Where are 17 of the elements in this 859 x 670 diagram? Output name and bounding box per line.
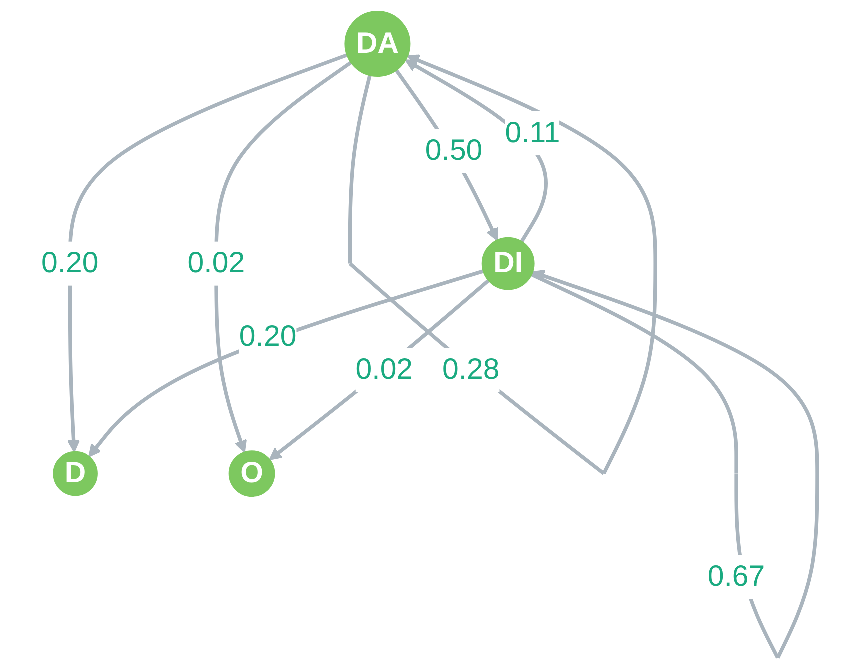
edge-label: 0.20 <box>42 248 99 280</box>
edge-label: 0.67 <box>708 560 766 594</box>
edge-label: 0.02 <box>188 248 246 280</box>
arrow <box>67 53 348 453</box>
node-circle: O <box>228 450 276 497</box>
node-circle: DA <box>344 11 411 78</box>
edge-label: 0.50 <box>425 135 483 168</box>
arrow <box>269 279 490 461</box>
node-circle: DI <box>482 237 535 290</box>
node-circle: D <box>53 451 98 496</box>
edge-label: 0.11 <box>505 117 560 150</box>
edge-label: 0.20 <box>239 320 297 354</box>
arrow <box>394 69 498 242</box>
edge-label: 0.02 <box>356 354 414 387</box>
arrow <box>405 60 548 243</box>
arrow <box>88 270 484 458</box>
edge-label: 0.28 <box>442 354 500 387</box>
